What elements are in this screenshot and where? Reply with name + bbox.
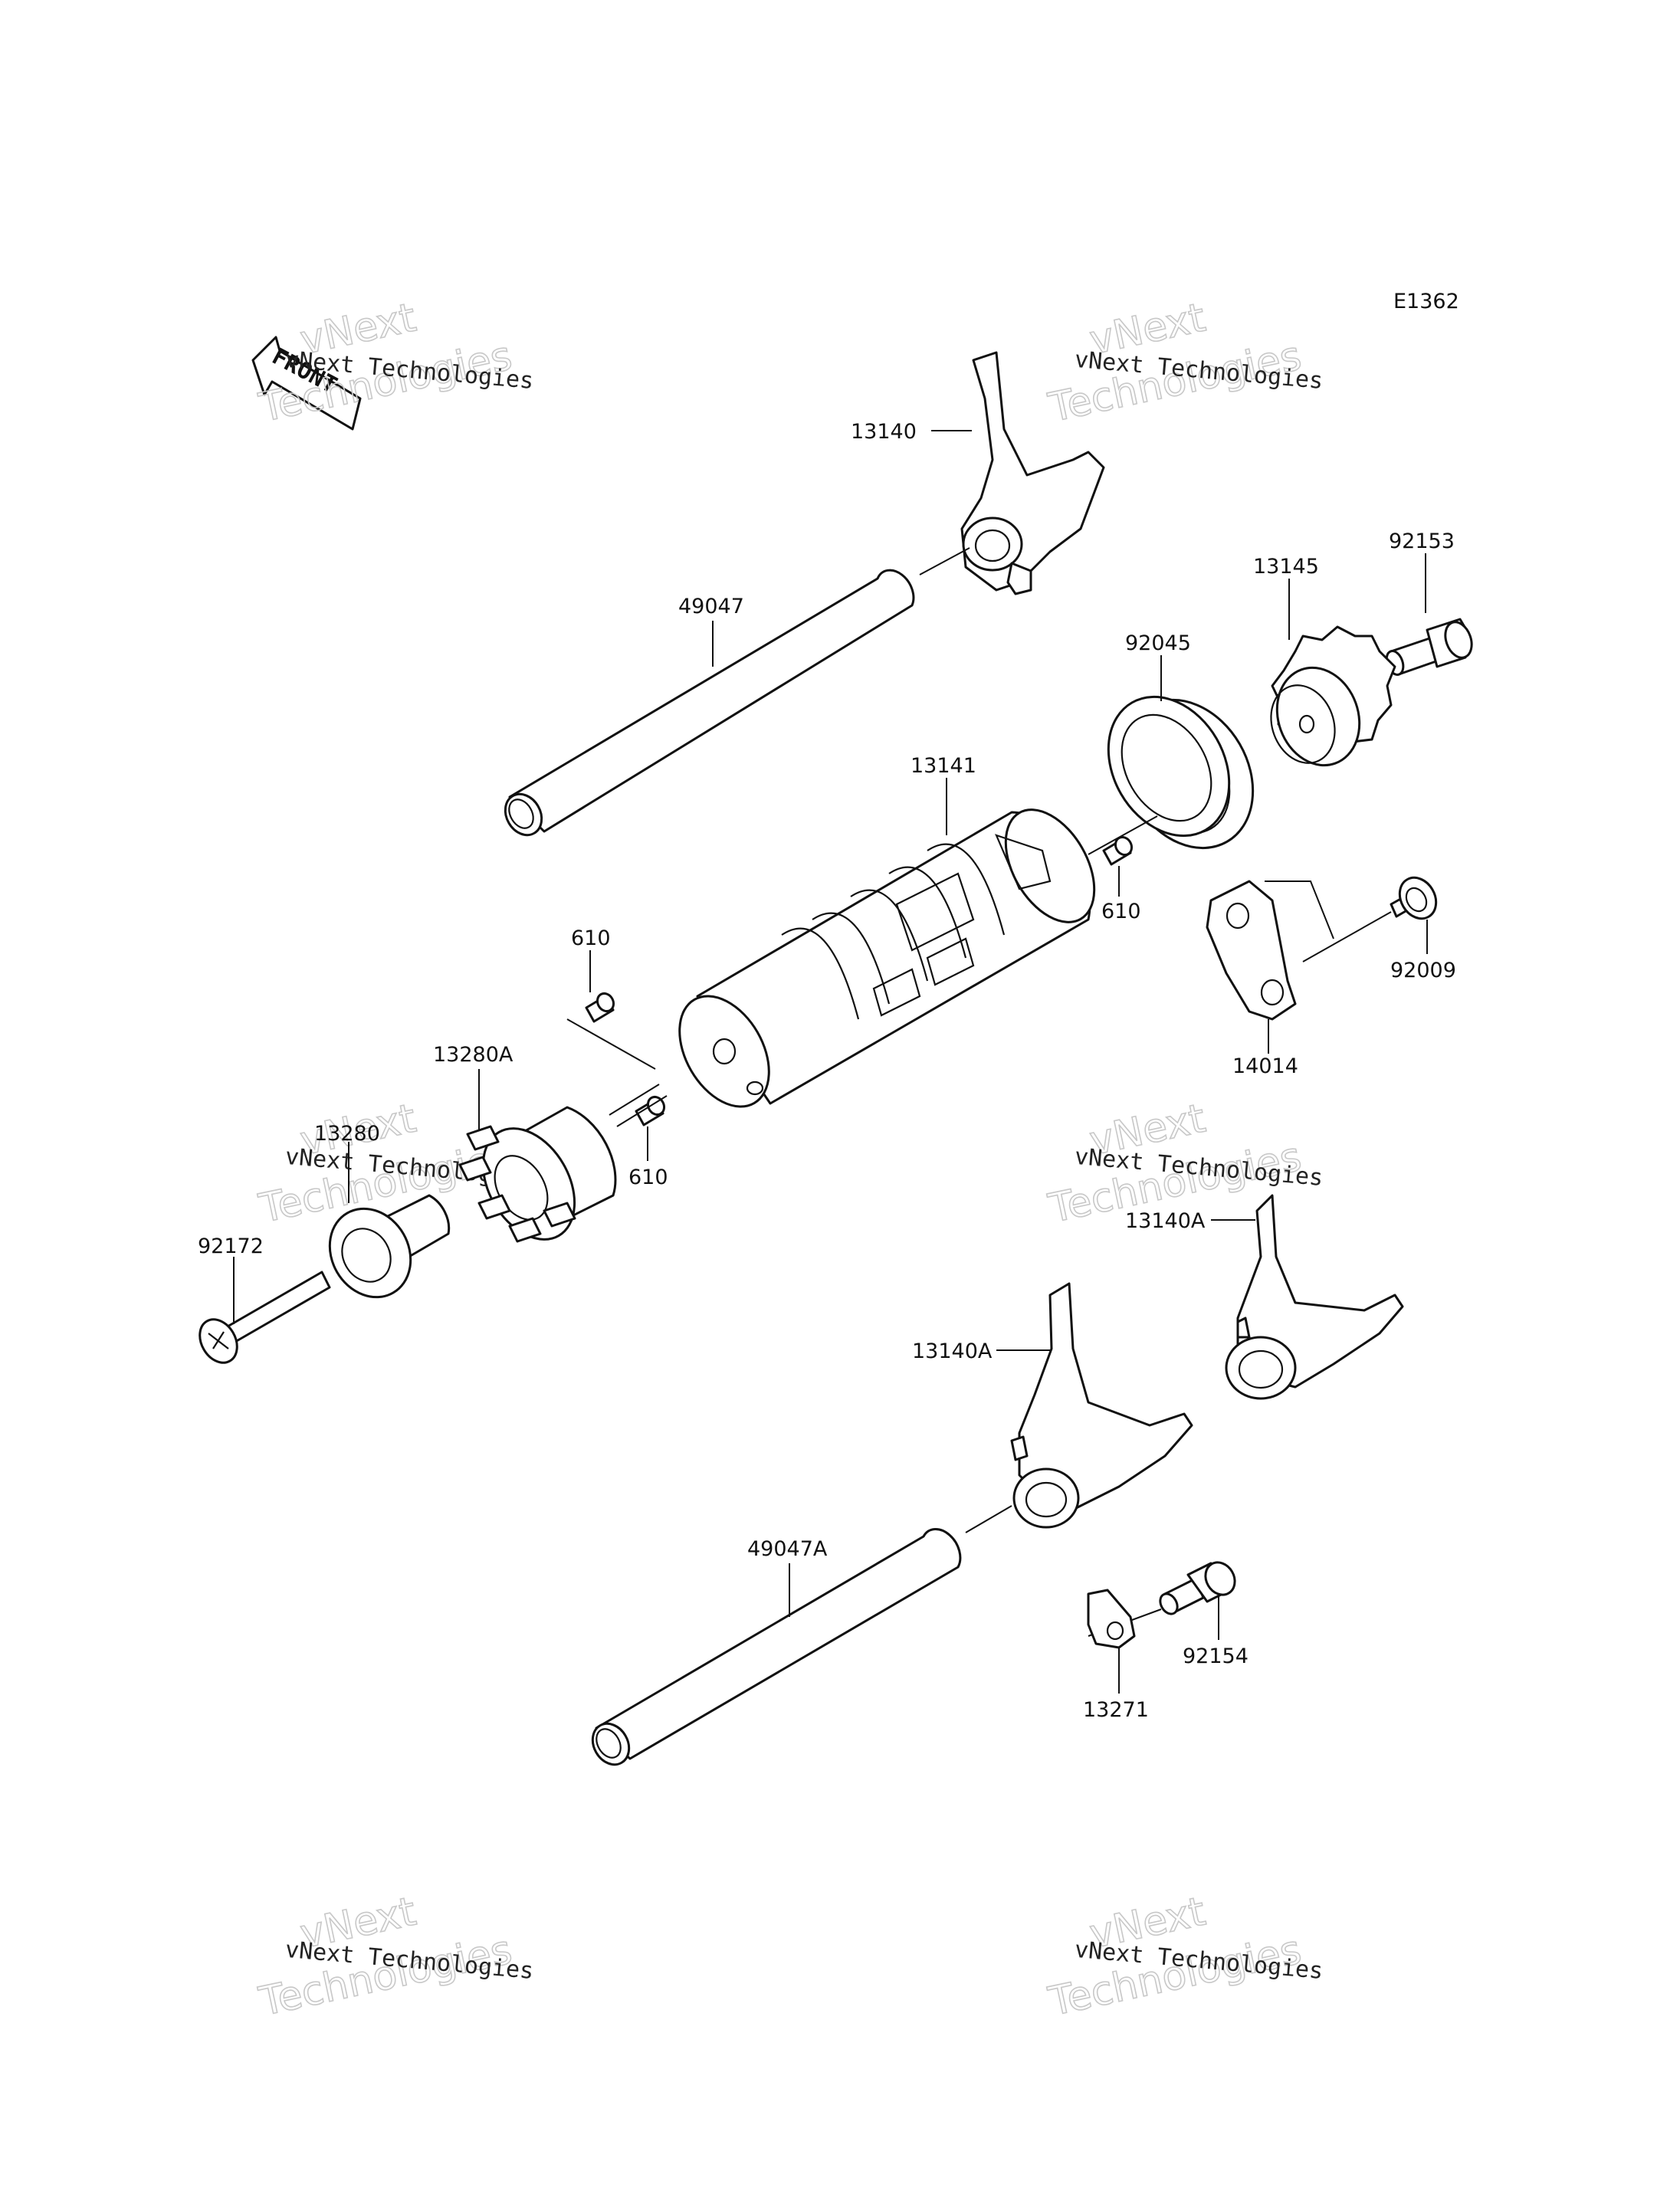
screw-92009 [1302, 876, 1438, 962]
label-13140A-right: 13140A [1125, 1209, 1206, 1233]
label-92154: 92154 [1183, 1644, 1249, 1668]
label-92153: 92153 [1389, 530, 1455, 553]
label-92009: 92009 [1390, 959, 1456, 982]
label-14014: 14014 [1232, 1054, 1298, 1078]
pin-610-bottom [635, 1095, 666, 1126]
shift-fork-13140 [960, 351, 1105, 595]
star-plate-13145 [1270, 625, 1396, 767]
label-49047A: 49047A [747, 1537, 828, 1561]
shift-rod-49047A [591, 1505, 1012, 1766]
label-13145: 13145 [1253, 555, 1319, 579]
watermark-top-right: vNext Technologies vNext Technologies [1044, 294, 1324, 432]
label-13280A: 13280A [433, 1043, 514, 1067]
screw-92172 [199, 1271, 331, 1364]
plate-14014 [1206, 880, 1334, 1021]
pin-610-top [585, 992, 615, 1023]
bearing-92045 [1107, 695, 1255, 850]
bolt-92153 [1385, 618, 1473, 676]
callouts: 13140 49047 13145 92153 92045 13141 610 … [198, 420, 1456, 1722]
hub-13280 [328, 1194, 451, 1299]
plate-13271 [1087, 1589, 1136, 1649]
label-610-right: 610 [1101, 900, 1141, 923]
shift-fork-13140A-mid [1010, 1282, 1193, 1529]
label-13141: 13141 [911, 754, 976, 778]
bolt-92154 [1088, 1561, 1236, 1637]
pin-610-right [1102, 835, 1134, 866]
watermark-bottom-right: vNext Technologies vNext Technologies [1044, 1888, 1324, 2026]
label-610-top: 610 [571, 926, 611, 950]
label-49047: 49047 [678, 595, 744, 618]
label-13140: 13140 [851, 420, 917, 444]
label-13271: 13271 [1083, 1698, 1149, 1722]
watermark-top-left: vNext Technologies vNext Technologies [254, 294, 534, 432]
label-13140A-mid: 13140A [912, 1340, 993, 1363]
label-13280: 13280 [314, 1122, 380, 1146]
shift-drum-13141 [678, 808, 1158, 1108]
shift-rod-49047 [504, 547, 970, 837]
label-610-bottom: 610 [628, 1166, 668, 1189]
label-92045: 92045 [1125, 631, 1191, 655]
watermark-bottom-left: vNext Technologies vNext Technologies [254, 1888, 534, 2026]
cam-13280A [458, 1084, 668, 1243]
label-92172: 92172 [198, 1235, 264, 1258]
shift-fork-13140A-right [1225, 1194, 1404, 1400]
diagram-code: E1362 [1393, 290, 1459, 313]
